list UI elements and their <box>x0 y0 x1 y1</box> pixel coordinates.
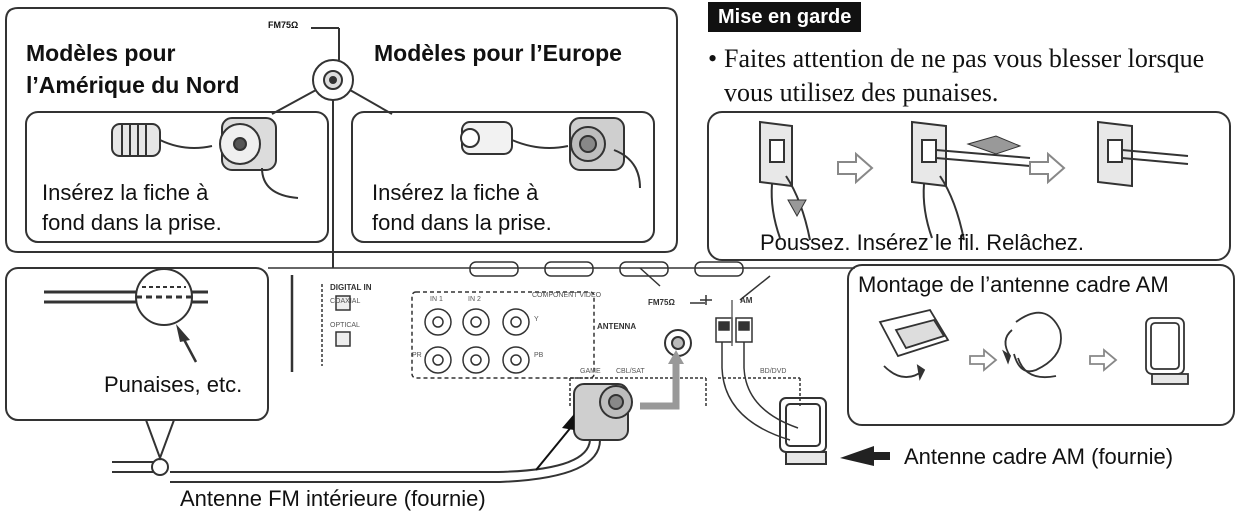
pr-label: PR <box>412 352 422 359</box>
caution-text-line2: vous utilisez des punaises. <box>724 78 999 107</box>
antenna-label: ANTENNA <box>597 322 637 331</box>
fm-jack <box>664 329 692 357</box>
receiver-back-panel <box>268 261 855 406</box>
am-label: AM <box>740 296 753 305</box>
caution-text-line1: Faites attention de ne pas vous blesser … <box>724 44 1205 73</box>
am-assembly-panel-border <box>847 264 1235 426</box>
step-arrow-2 <box>1029 151 1066 185</box>
na-instruction-line2: fond dans la prise. <box>42 210 222 235</box>
step-push-figure <box>759 120 811 241</box>
in1-label: IN 1 <box>430 296 443 303</box>
fm-jack-label: FM75Ω <box>648 298 675 307</box>
connection-panel-border <box>5 7 678 253</box>
fm-connector-label: FM75Ω <box>268 20 299 30</box>
eu-instruction-line1: Insérez la fiche à <box>372 180 539 205</box>
am-antenna-callout: Antenne cadre AM (fournie) <box>904 444 1174 469</box>
na-title-line2: l’Amérique du Nord <box>26 72 240 98</box>
tack-panel-border <box>5 267 269 421</box>
am-callout-arrow <box>840 446 890 466</box>
na-title-line1: Modèles pour <box>26 40 176 66</box>
am-terminals <box>700 275 771 368</box>
am-step-arrow-1 <box>969 348 998 372</box>
am-loop-antenna <box>779 397 827 465</box>
fm-indoor-antenna-plug <box>170 383 633 483</box>
caution-badge: Mise en garde <box>708 2 862 32</box>
am-step-arrow-2 <box>1089 348 1118 372</box>
tack-label: Punaises, etc. <box>104 372 243 397</box>
am-assembly-title: Montage de l’antenne cadre AM <box>858 272 1169 297</box>
eu-plug-box <box>351 111 655 243</box>
caution-bullet: • <box>708 44 718 73</box>
game-label: GAME <box>580 368 601 375</box>
digital-in-label: DIGITAL IN <box>330 283 372 292</box>
coaxial-label: COAXIAL <box>330 298 361 305</box>
bd-dvd-label: BD/DVD <box>760 368 787 375</box>
caution-steps-box <box>707 111 1231 261</box>
fm-insert-arrow <box>640 360 680 410</box>
in2-label: IN 2 <box>468 296 481 303</box>
eu-title: Modèles pour l’Europe <box>374 40 622 66</box>
na-plug-box <box>25 111 329 243</box>
pb-label: PB <box>534 352 544 359</box>
caution-steps-caption: Poussez. Insérez le fil. Relâchez. <box>760 230 1085 255</box>
step-insert-figure <box>911 120 1031 241</box>
optical-label: OPTICAL <box>330 322 360 329</box>
fm-antenna-callout: Antenne FM intérieure (fournie) <box>180 486 486 511</box>
cbl-sat-label: CBL/SAT <box>616 368 645 375</box>
step-release-figure <box>1097 120 1189 188</box>
step-arrow-1 <box>837 151 874 185</box>
y-label: Y <box>534 316 539 323</box>
na-instruction-line1: Insérez la fiche à <box>42 180 209 205</box>
component-video-label: COMPONENT VIDEO <box>532 292 602 299</box>
eu-instruction-line2: fond dans la prise. <box>372 210 552 235</box>
